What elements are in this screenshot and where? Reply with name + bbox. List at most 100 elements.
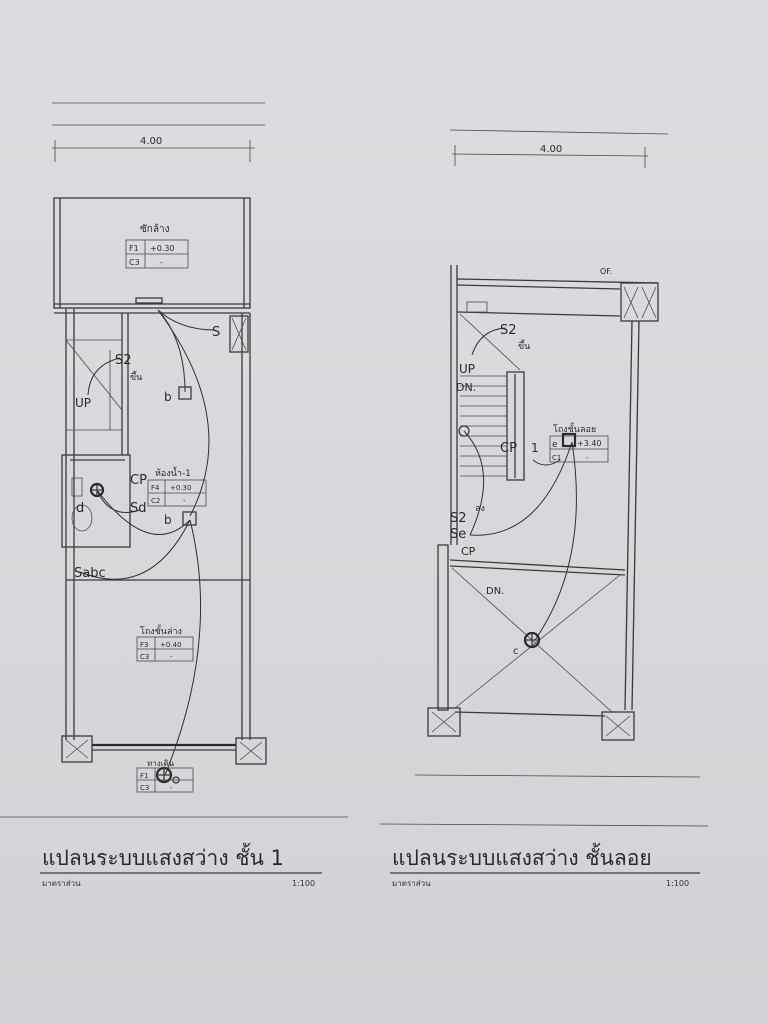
wire [79, 519, 191, 580]
column [620, 282, 659, 322]
column-x [65, 739, 89, 759]
stair-dn-label: DN. [456, 381, 476, 394]
stair-up-thai: ขึ้น [518, 339, 530, 352]
column-x [231, 317, 247, 351]
plan-ground-floor: 4.00 ซักล้าง [0, 102, 348, 874]
wire [463, 430, 485, 536]
switch-se: Se [450, 527, 466, 542]
ceiling-code: C2 [151, 497, 160, 505]
scale-value: 1:100 [666, 879, 690, 888]
plan-title-ground: แปลนระบบแสงสว่าง ชั้น 1 [42, 846, 284, 870]
floor-level: +0.30 [150, 244, 175, 253]
stair-down-thai: ลง [475, 504, 485, 514]
light-e-label: e [552, 440, 558, 450]
column [229, 315, 249, 353]
of-label: OF. [600, 267, 612, 276]
wire [87, 357, 121, 396]
switch-s2: S2 [115, 353, 132, 368]
dimension-label: 4.00 [140, 136, 162, 147]
wire [532, 459, 561, 466]
column [427, 707, 461, 737]
ceiling-light-icon [458, 425, 470, 437]
room-label-walkway: ทางเดิน [147, 759, 175, 768]
cp-number: 1 [531, 441, 539, 455]
wire [469, 441, 573, 536]
switch-sd: Sd [130, 501, 147, 516]
stair-up-thai: ขึ้น [130, 370, 142, 383]
wall-right [631, 320, 640, 711]
column [61, 735, 93, 763]
ceiling-level: - [183, 497, 186, 505]
wall-left [437, 544, 449, 711]
wire [471, 327, 506, 356]
switch-s: S [212, 325, 220, 340]
void-dn-label: DN. [486, 586, 504, 597]
stair-diagonal [459, 313, 521, 371]
ceiling-code: C3 [140, 784, 149, 792]
wall [449, 565, 626, 576]
bathroom-outline [61, 454, 131, 548]
dimension-line-upper [449, 129, 669, 135]
switch-s2: S2 [450, 511, 467, 526]
column-x [605, 715, 631, 737]
room-label-laundry: ซักล้าง [140, 223, 170, 235]
cp-label: CP [130, 473, 147, 488]
ceiling-level: - [170, 784, 173, 792]
light-b-label: b [164, 390, 172, 404]
ceiling-level: - [586, 454, 589, 462]
wire [164, 519, 202, 776]
wall [456, 278, 659, 284]
ceiling-code: C3 [129, 258, 140, 267]
light-fixture-icon [178, 386, 192, 400]
plan-mezzanine: 4.00 [379, 129, 709, 874]
ceiling-light-cross [157, 768, 171, 782]
ceiling-code: C3 [140, 653, 149, 661]
room-label-hall: โถงชั้นล่าง [140, 624, 182, 637]
wire [157, 309, 210, 517]
front-wall [454, 711, 606, 717]
toilet [71, 504, 93, 532]
wall [456, 311, 621, 317]
room-label-mezzanine-hall: โถงชั้นลอย [553, 422, 596, 435]
wire [534, 441, 577, 641]
laundry-outline [53, 197, 251, 309]
ceiling-light-cross [525, 633, 539, 647]
light-small-icon [172, 776, 180, 784]
cp-label: CP [500, 441, 517, 456]
room-label-bathroom: ห้องน้ำ-1 [155, 466, 191, 479]
column [235, 737, 267, 765]
light-b-label: b [164, 513, 172, 527]
ceiling-code: C1 [552, 454, 561, 462]
switch-s2: S2 [500, 323, 517, 338]
wire [96, 489, 191, 535]
section-divider [379, 823, 709, 827]
window [466, 301, 488, 313]
column-x [623, 286, 657, 319]
floor-code: F4 [151, 484, 160, 492]
floor-code: F1 [129, 244, 139, 253]
sink [71, 477, 83, 497]
floor-code: F3 [140, 641, 148, 649]
wire [157, 309, 186, 393]
switch-sabc: Sabc [74, 566, 106, 581]
wire [157, 309, 216, 331]
dimension-label: 4.00 [540, 144, 562, 155]
section-divider [414, 774, 701, 778]
light-d-label: d [76, 501, 84, 516]
light-fixture-icon [561, 432, 577, 448]
scale-label: มาตราส่วน [42, 879, 81, 888]
column [601, 711, 635, 741]
ceiling-level: - [160, 258, 163, 267]
floor-level: +3.40 [577, 439, 602, 448]
scale-label: มาตราส่วน [392, 879, 431, 888]
wall [449, 559, 626, 571]
cp-label: CP [461, 545, 476, 558]
window [135, 297, 163, 304]
wall [456, 284, 621, 290]
scale-value: 1:100 [292, 879, 316, 888]
stair-up-label: UP [459, 362, 475, 376]
floor-level: +0.30 [170, 484, 191, 492]
plan-title-mezzanine: แปลนระบบแสงสว่าง ชั้นลอย [392, 846, 652, 870]
